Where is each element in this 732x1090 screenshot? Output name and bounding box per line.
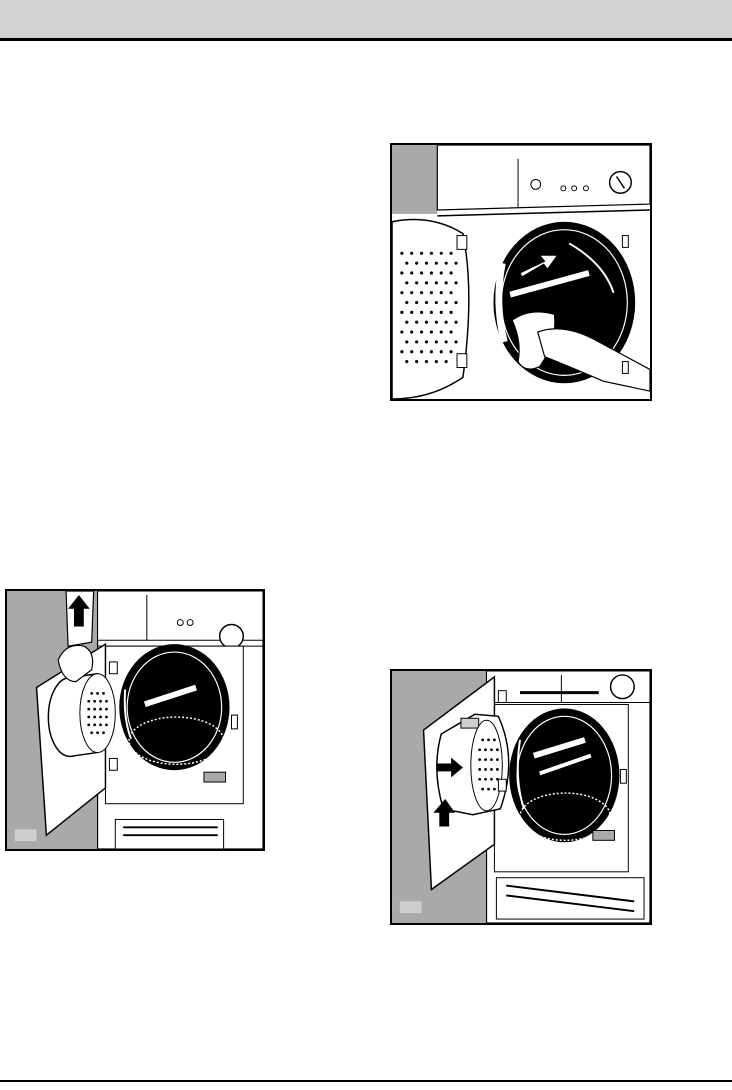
indicator-knob-icon xyxy=(531,179,541,189)
wall-shade xyxy=(392,145,437,214)
program-dial-icon xyxy=(611,675,635,699)
drum-opening xyxy=(509,708,619,842)
figure-number-tag xyxy=(400,901,422,913)
figure-drum-cleaning xyxy=(390,143,652,401)
filter-removal-illustration xyxy=(7,591,263,849)
filter-insertion-illustration xyxy=(392,671,650,923)
footer-rule xyxy=(0,1080,732,1082)
figure-filter-insertion xyxy=(390,669,652,925)
figure-filter-removal xyxy=(5,589,265,851)
drum-cleaning-illustration xyxy=(392,145,650,399)
header-rule xyxy=(0,38,732,41)
drum-opening xyxy=(119,644,229,770)
program-dial-icon xyxy=(220,624,244,648)
page-header-band xyxy=(0,0,732,38)
figure-number-tag xyxy=(15,829,37,841)
